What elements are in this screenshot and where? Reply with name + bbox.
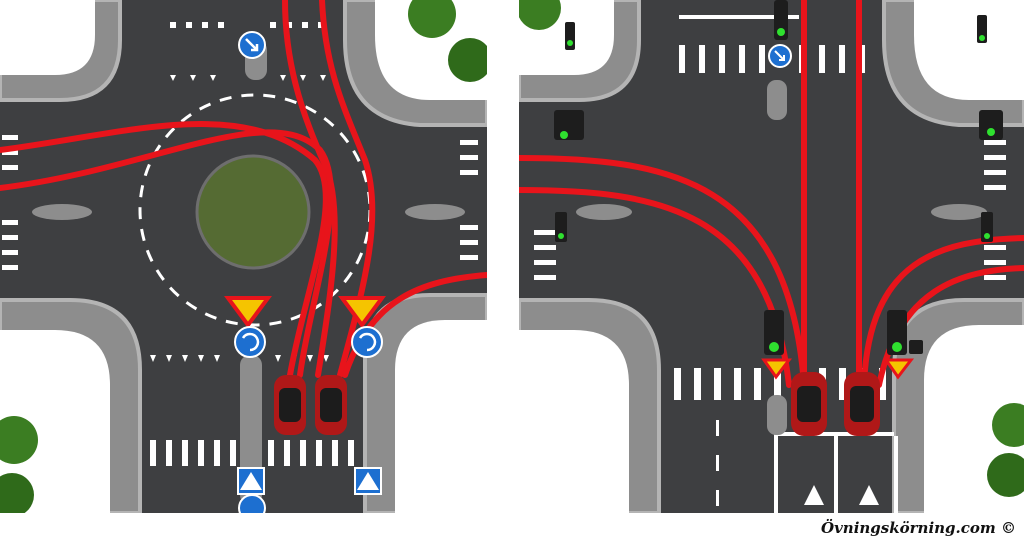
yield-marks [150,75,329,362]
corner-bottom-left [519,298,661,513]
roundabout-scene [0,0,487,513]
splitter-island-east [405,204,465,220]
crosswalk-east [460,140,478,260]
splitter-island-east [931,204,987,220]
tree [519,0,561,30]
car [791,372,827,436]
roundabout-sign [351,326,383,358]
route-west-lane1 [0,121,329,378]
traffic-light [554,0,1003,355]
tree [0,473,34,513]
car [844,372,880,436]
lane-markings-south [716,420,898,513]
splitter-island-west [576,204,632,220]
corner-top-left [0,0,122,102]
tree [0,416,38,464]
yield-sign [883,358,915,380]
yield-sign [224,296,272,329]
yield-sign [761,358,793,380]
signal-intersection-scene [519,0,1024,513]
crosswalk-south [150,440,354,466]
roundabout-diagram [0,0,487,513]
splitter-island-west [32,204,92,220]
crosswalk-east [984,140,1006,280]
tree [448,38,487,82]
splitter-island-north [767,80,787,120]
roundabout-sign [234,326,266,358]
keep-right-sign [238,494,266,513]
splitter-island-south [767,395,787,435]
pedestrian-crossing-sign [237,467,265,495]
roundabout-center-island [195,154,311,270]
car [274,375,306,435]
corner-bottom-right [363,293,487,513]
tree [987,453,1024,497]
route-west-lane1 [519,155,807,388]
tree [992,403,1024,447]
keep-right-sign [768,44,792,68]
crosswalk-west [534,230,556,280]
route-north-lane1 [282,0,338,378]
car [315,375,347,435]
pedestrian-crossing-sign [354,467,382,495]
yield-sign [338,296,386,329]
signal-intersection-diagram [519,0,1024,513]
corner-top-right [343,0,487,127]
keep-right-sign [238,31,266,59]
crosswalk-west [2,135,18,270]
watermark-text: Övningskörning.com © [821,519,1016,537]
tree [408,0,456,38]
corner-top-right [882,0,1024,127]
corner-bottom-left [0,298,142,513]
